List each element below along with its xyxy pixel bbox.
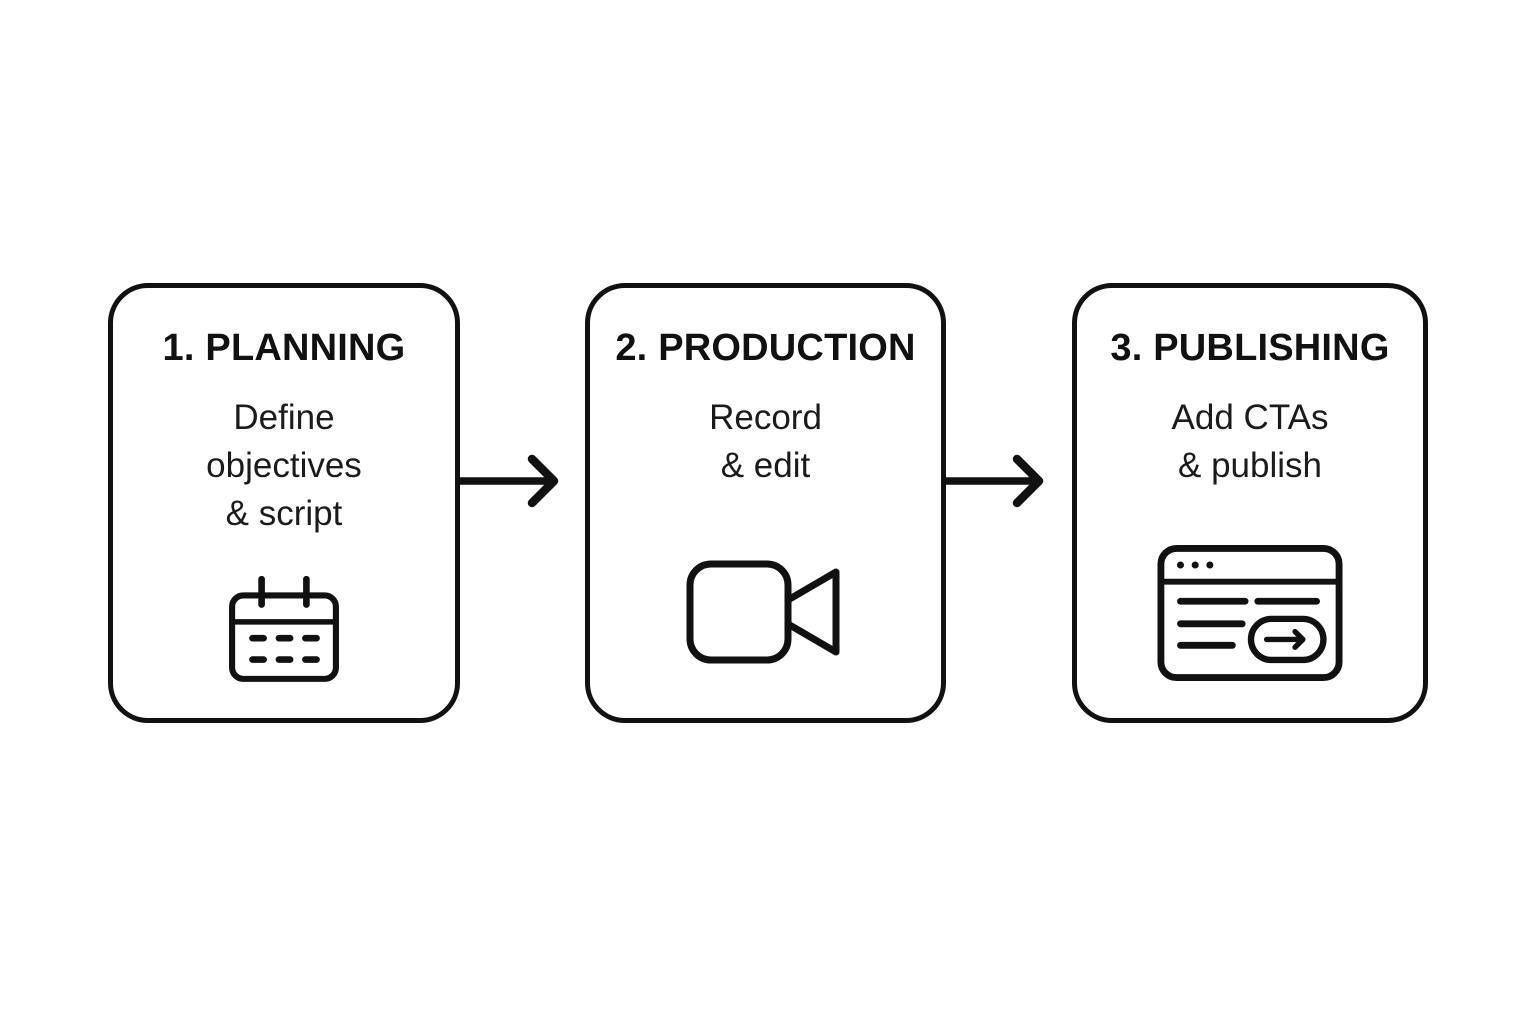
video-camera-icon bbox=[686, 560, 846, 664]
step-card-planning: 1. PLANNING Define objectives & script bbox=[108, 283, 460, 723]
step-card-publishing: 3. PUBLISHING Add CTAs & publish bbox=[1072, 283, 1428, 723]
step-title: 1. PLANNING bbox=[162, 327, 406, 369]
flow-arrow-2 bbox=[944, 439, 1048, 523]
step-card-production: 2. PRODUCTION Record & edit bbox=[585, 283, 946, 723]
step-title: 2. PRODUCTION bbox=[615, 327, 916, 369]
step-title: 3. PUBLISHING bbox=[1110, 327, 1390, 369]
step-description: Add CTAs & publish bbox=[1171, 397, 1329, 485]
calendar-icon bbox=[227, 574, 341, 684]
flow-arrow-1 bbox=[459, 439, 563, 523]
step-description: Define objectives & script bbox=[206, 397, 362, 534]
step-description: Record & edit bbox=[709, 397, 822, 485]
browser-publish-icon bbox=[1157, 544, 1343, 682]
